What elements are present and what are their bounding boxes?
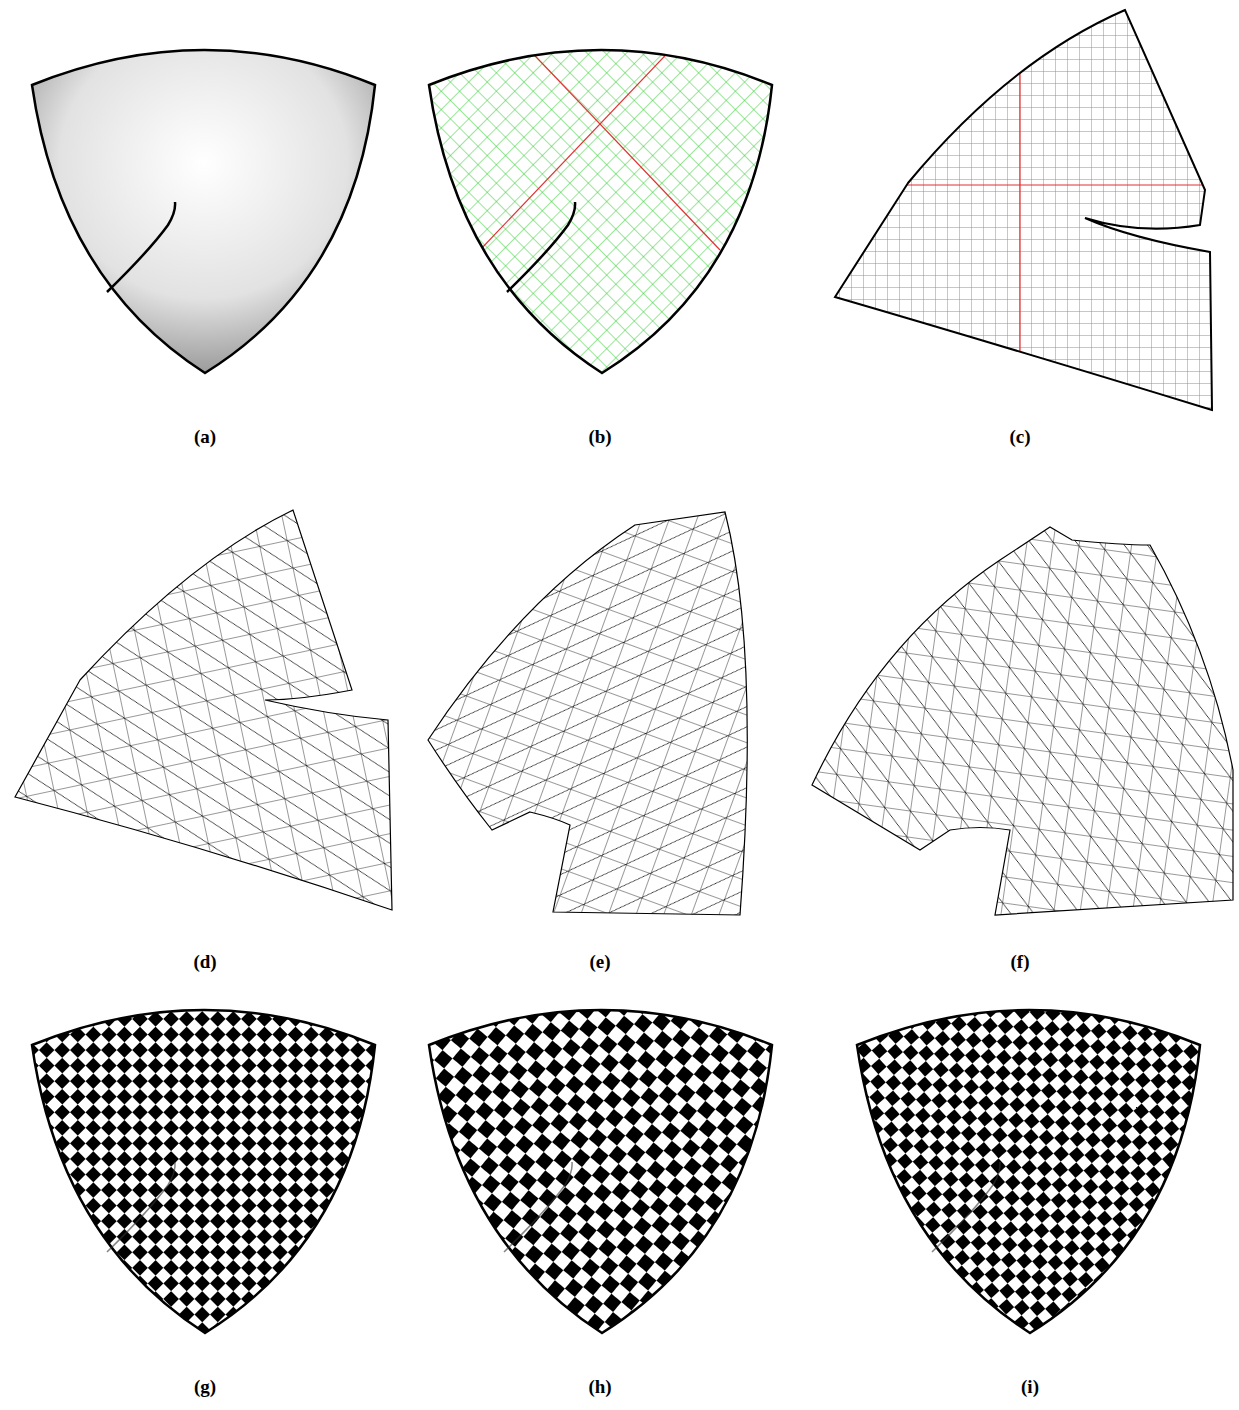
- triangle-mesh: [805, 515, 1235, 920]
- triangle-mesh: [0, 500, 400, 920]
- checker-texture: [20, 960, 390, 1350]
- panel-label: (g): [194, 1376, 216, 1398]
- checker-texture: [845, 960, 1225, 1350]
- panel-label: (i): [1021, 1376, 1039, 1398]
- panel-label: (f): [1011, 951, 1030, 973]
- panel-label: (d): [193, 951, 216, 973]
- triangle-mesh: [420, 500, 760, 920]
- gridded-surface: [420, 0, 800, 390]
- panel-label: (h): [588, 1376, 611, 1398]
- panel-label: (e): [589, 951, 610, 973]
- panel-label: (c): [1009, 426, 1030, 448]
- panel-label: (b): [588, 426, 611, 448]
- panel-label: (a): [194, 426, 216, 448]
- flattened-grid: [830, 0, 1220, 420]
- checker-texture: [417, 960, 787, 1350]
- shaded-surface: [32, 50, 375, 373]
